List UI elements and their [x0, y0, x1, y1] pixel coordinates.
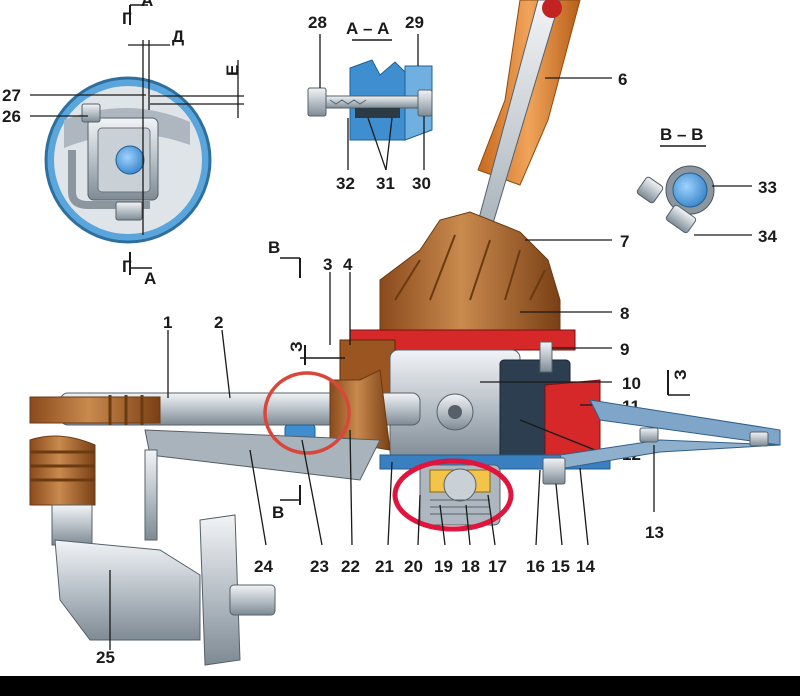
detail-view-circle — [44, 40, 212, 244]
callout-31: 31 — [376, 174, 395, 193]
highlight-circle-rod-clamp — [263, 371, 351, 455]
callout-29: 29 — [405, 13, 424, 32]
section-marker-b-top: В — [268, 238, 280, 257]
shift-rod-assembly — [29, 369, 474, 481]
section-marker-g-top: Г — [122, 9, 132, 28]
callout-8: 8 — [620, 304, 629, 323]
section-bb-title: В – В — [660, 125, 703, 144]
section-marker-a-bottom: А — [144, 269, 156, 288]
callout-23: 23 — [310, 557, 329, 576]
callout-34: 34 — [758, 227, 777, 246]
callout-25: 25 — [96, 648, 115, 667]
fastener-nut-15 — [542, 457, 566, 485]
callout-6: 6 — [618, 70, 627, 89]
callout-10: 10 — [622, 374, 641, 393]
callout-24: 24 — [254, 557, 273, 576]
section-aa-view — [307, 59, 433, 141]
section-bb-view — [636, 165, 715, 234]
callout-9: 9 — [620, 340, 629, 359]
section-marker-z-left: З — [287, 341, 306, 352]
callout-32: 32 — [336, 174, 355, 193]
gearbox-selector-lever — [29, 435, 276, 666]
highlight-circle-ball-joint — [392, 458, 514, 532]
dimension-label-e: Е — [223, 65, 242, 76]
callout-14: 14 — [576, 557, 595, 576]
callout-27: 27 — [2, 86, 21, 105]
dimension-label-d: Д — [172, 27, 184, 46]
bottom-black-band — [0, 676, 800, 696]
callout-30: 30 — [412, 174, 431, 193]
section-marker-g-bottom: Г — [122, 257, 132, 276]
section-marker-a-top: А — [141, 0, 153, 10]
callout-7: 7 — [620, 232, 629, 251]
callout-26: 26 — [2, 107, 21, 126]
callout-19: 19 — [434, 557, 453, 576]
callout-18: 18 — [461, 557, 480, 576]
callout-33: 33 — [758, 178, 777, 197]
callout-20: 20 — [404, 557, 423, 576]
callout-3: 3 — [323, 255, 332, 274]
callout-21: 21 — [375, 557, 394, 576]
callout-22: 22 — [341, 557, 360, 576]
callout-1: 1 — [163, 313, 172, 332]
section-marker-b-bottom: В — [272, 503, 284, 522]
callout-17: 17 — [488, 557, 507, 576]
callout-13: 13 — [645, 523, 664, 542]
callout-4: 4 — [343, 255, 353, 274]
callout-15: 15 — [551, 557, 570, 576]
callout-2: 2 — [214, 313, 223, 332]
section-marker-z-right: З — [671, 369, 690, 380]
callout-16: 16 — [526, 557, 545, 576]
callout-28: 28 — [308, 13, 327, 32]
section-aa-title: А – А — [346, 19, 389, 38]
